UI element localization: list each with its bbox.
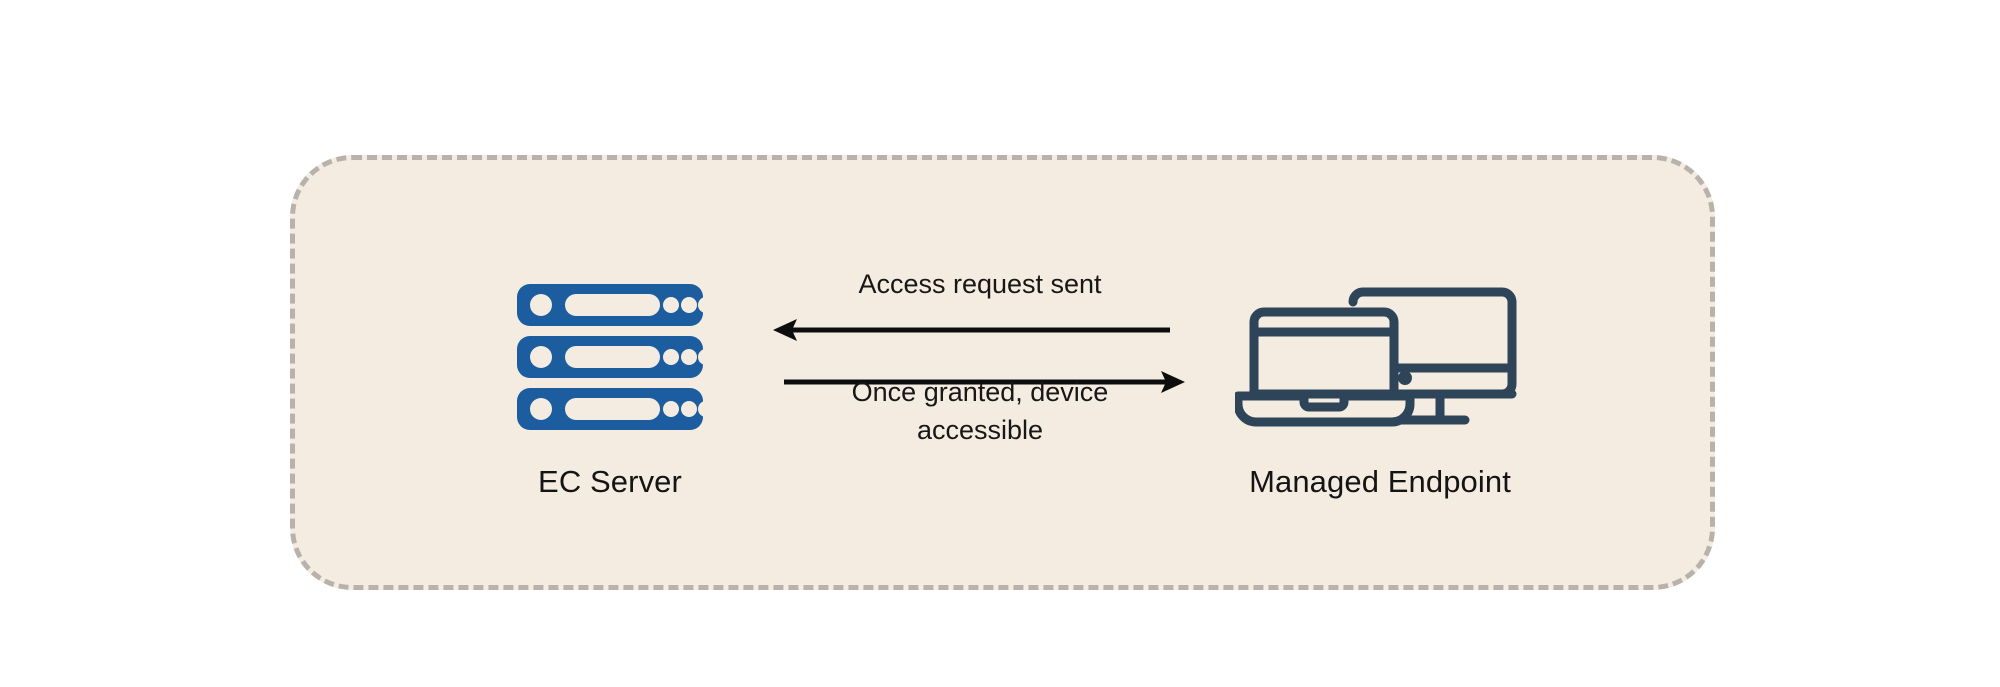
flow-label-access-request: Access request sent bbox=[858, 269, 1102, 299]
node-label-managed-endpoint: Managed Endpoint bbox=[1249, 464, 1511, 499]
node-managed-endpoint: Managed Endpoint bbox=[1180, 280, 1580, 500]
flow-group: Access request sent Once granted, device… bbox=[770, 265, 1190, 525]
laptop-and-monitor-icon bbox=[1180, 280, 1580, 430]
server-rack-icon bbox=[430, 280, 790, 430]
arrow-right-to-left bbox=[773, 319, 1170, 341]
node-ec-server: EC Server bbox=[430, 280, 790, 500]
node-label-ec-server: EC Server bbox=[538, 464, 682, 499]
arrow-left-to-right bbox=[784, 371, 1185, 393]
flow-label-device-accessible: Once granted, device accessible bbox=[851, 377, 1109, 445]
